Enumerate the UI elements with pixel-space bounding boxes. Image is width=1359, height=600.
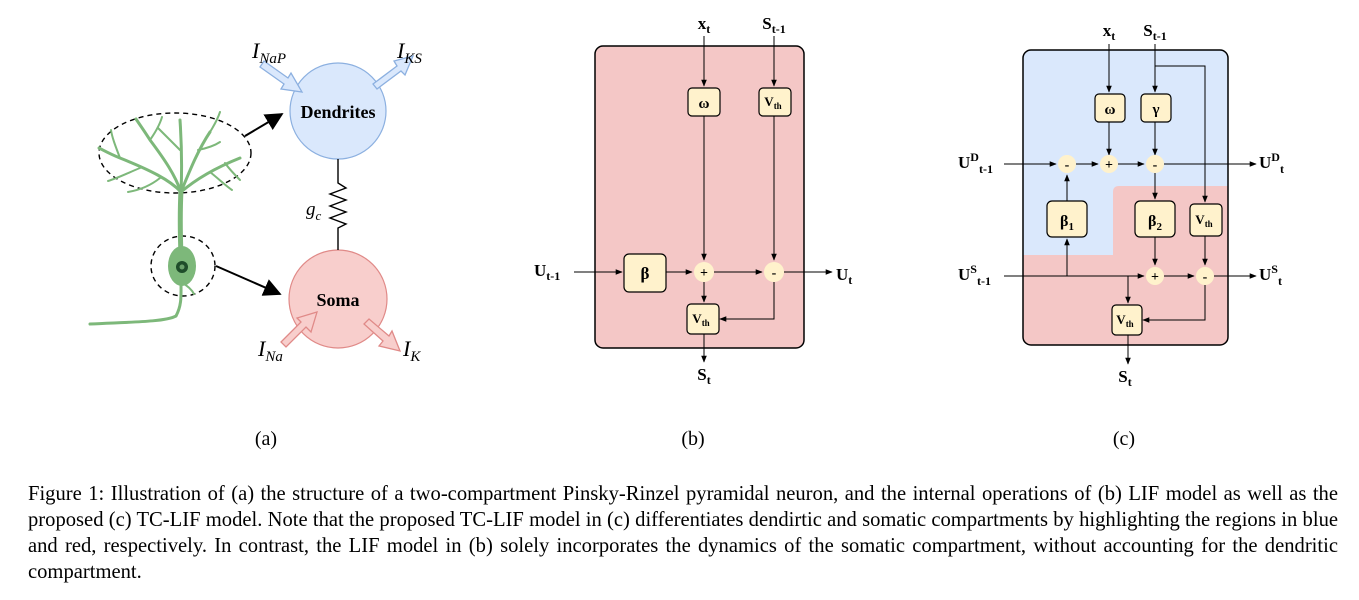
c-dend-minus2-node [1146, 155, 1164, 173]
panel-c: xt St-1 ω γ UDt-1 - + - UDt β1 [958, 21, 1284, 450]
soma-highlight-ellipse [150, 235, 216, 297]
svg-text:+: + [1151, 270, 1159, 285]
b-vth-bottom-label: Vth [692, 311, 709, 328]
current-arrow-ina [280, 311, 318, 348]
b-beta-box [623, 253, 667, 293]
svg-text:-: - [1153, 158, 1158, 173]
b-minus-node [764, 262, 784, 282]
c-omega-label: ω [1105, 102, 1116, 118]
panel-b: xt St-1 ω Vth Ut-1 β + - Ut Vth [534, 14, 852, 450]
b-vth-bottom-box [686, 303, 720, 335]
figure-caption: Figure 1: Illustration of (a) the struct… [28, 483, 1338, 583]
c-s-prev-label: St-1 [1143, 21, 1166, 43]
coupling-resistor [328, 159, 348, 250]
b-omega-label: ω [699, 96, 710, 112]
b-beta-label: β [641, 264, 650, 283]
current-arrow-ik [363, 318, 402, 352]
c-vth-bottom-box [1111, 304, 1143, 336]
subfig-label-a: (a) [255, 428, 277, 450]
arrow-to-soma [215, 265, 282, 296]
gc-label: gc [306, 199, 322, 223]
c-vth-mid-label: Vth [1195, 212, 1212, 229]
c-vth-mid-box [1189, 203, 1223, 237]
c-us-prev-label: USt-1 [958, 262, 991, 288]
c-beta1-label: β1 [1060, 213, 1074, 233]
c-ud-prev-label: UDt-1 [958, 150, 993, 176]
b-u-prev-label: Ut-1 [534, 261, 560, 283]
c-gamma-label: γ [1151, 102, 1159, 118]
svg-text:-: - [1065, 158, 1070, 173]
pyramidal-neuron-drawing [88, 111, 242, 326]
subfig-label-b: (b) [681, 428, 704, 450]
c-s-out-label: St [1118, 367, 1131, 389]
b-u-out-label: Ut [836, 265, 852, 287]
current-arrow-iks [372, 55, 415, 90]
i-k-label: IK [402, 336, 421, 365]
dendrite-highlight-ellipse [98, 112, 252, 194]
c-somatic-region [1023, 186, 1228, 345]
b-plus-node [694, 262, 714, 282]
b-vth-top-label: Vth [764, 94, 781, 111]
panel-a: Dendrites Soma gc INaP IKS INa IK (a) [88, 38, 422, 450]
c-soma-plus-node [1146, 267, 1164, 285]
c-x-input-label: xt [1103, 21, 1116, 43]
c-dend-plus-node [1100, 155, 1118, 173]
c-border [1022, 49, 1229, 346]
current-arrow-inap [259, 60, 304, 93]
b-s-prev-label: St-1 [762, 14, 785, 36]
c-gamma-box [1140, 93, 1172, 123]
dendrites-label: Dendrites [301, 102, 376, 122]
soma-label: Soma [316, 290, 359, 310]
c-us-out-label: USt [1259, 262, 1282, 288]
c-beta2-label: β2 [1148, 213, 1162, 233]
svg-text:-: - [1203, 270, 1208, 285]
subfig-label-c: (c) [1113, 428, 1135, 450]
c-ud-out-label: UDt [1259, 150, 1284, 176]
b-vth-top-box [758, 87, 792, 117]
c-soma-minus-node [1196, 267, 1214, 285]
i-na-label: INa [257, 336, 283, 365]
svg-text:-: - [772, 266, 777, 281]
arrow-to-dendrites [244, 113, 284, 137]
svg-text:+: + [1105, 158, 1113, 173]
i-nap-label: INaP [251, 38, 286, 67]
b-s-out-label: St [697, 365, 710, 387]
c-vth-bottom-label: Vth [1116, 312, 1133, 329]
svg-text:+: + [700, 266, 708, 281]
i-ks-label: IKS [396, 38, 422, 67]
c-omega-box [1094, 93, 1126, 123]
b-x-input-label: xt [698, 14, 711, 36]
c-dend-minus-node [1058, 155, 1076, 173]
